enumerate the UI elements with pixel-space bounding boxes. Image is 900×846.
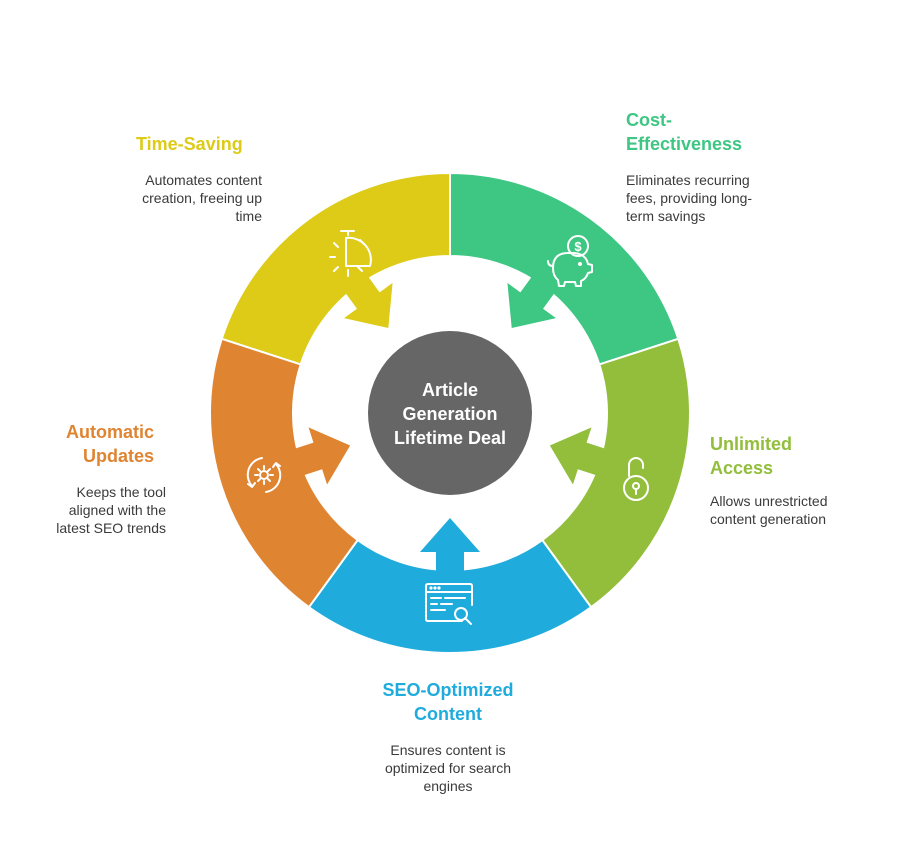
time-saving-arrow <box>335 263 393 329</box>
desc-line: Eliminates recurring <box>626 172 750 188</box>
desc-line: Keeps the tool <box>76 484 166 500</box>
title-line: Content <box>414 704 482 724</box>
title-line: Unlimited <box>710 434 793 454</box>
desc-line: aligned with the <box>68 502 166 518</box>
center-circle <box>368 331 532 495</box>
title-line: Access <box>710 458 774 478</box>
desc-line: content generation <box>710 511 826 527</box>
seo-optimized-title: SEO-Optimized Content <box>348 678 548 726</box>
piggy-bank-icon: $ <box>547 235 593 287</box>
desc-line: latest SEO trends <box>56 520 166 536</box>
desc-line: time <box>235 208 262 224</box>
center-label: Article Generation Lifetime Deal <box>380 378 520 450</box>
svg-text:$: $ <box>574 239 582 254</box>
unlimited-access-title: Unlimited Access <box>710 432 792 480</box>
desc-line: Automates content <box>145 172 262 188</box>
unlimited-access-arrow <box>549 427 621 485</box>
desc-line: engines <box>423 778 473 794</box>
cost-effectiveness-arrow <box>507 263 565 329</box>
automatic-updates-title: Automatic Updates <box>34 420 154 468</box>
cost-effectiveness-segment <box>449 171 680 366</box>
unlock-icon <box>623 457 649 501</box>
desc-line: Allows unrestricted <box>710 493 828 509</box>
center-label-line: Article <box>421 380 479 400</box>
desc-line: optimized for search <box>384 760 512 776</box>
web-search-icon <box>425 583 473 625</box>
desc-line: creation, freeing up <box>142 190 262 206</box>
desc-line: term savings <box>626 208 706 224</box>
title-line: Effectiveness <box>626 134 743 154</box>
title-line: Time-Saving <box>136 134 243 154</box>
center-label-line: Lifetime Deal <box>393 428 507 448</box>
automatic-updates-segment <box>209 337 360 609</box>
cost-effectiveness-title: Cost- Effectiveness <box>626 108 742 156</box>
title-line: Cost- <box>626 110 672 130</box>
title-line: Automatic <box>65 422 154 442</box>
cost-effectiveness-description: Eliminates recurring fees, providing lon… <box>626 171 796 225</box>
title-line: SEO-Optimized <box>382 680 514 700</box>
seo-optimized-segment <box>307 538 593 654</box>
gear-refresh-icon <box>246 457 282 493</box>
automatic-updates-arrow <box>279 427 351 485</box>
title-line: Updates <box>82 446 154 466</box>
automatic-updates-description: Keeps the tool aligned with the latest S… <box>16 483 166 537</box>
seo-optimized-description: Ensures content is optimized for search … <box>348 741 548 795</box>
time-saving-title: Time-Saving <box>136 132 243 156</box>
desc-line: Ensures content is <box>390 742 506 758</box>
seo-optimized-arrow <box>420 518 480 588</box>
time-saving-description: Automates content creation, freeing up t… <box>100 171 262 225</box>
center-label-line: Generation <box>402 404 498 424</box>
stopwatch-icon <box>329 230 372 277</box>
desc-line: fees, providing long- <box>626 190 753 206</box>
unlimited-access-segment <box>540 337 691 609</box>
unlimited-access-description: Allows unrestricted content generation <box>710 492 890 528</box>
